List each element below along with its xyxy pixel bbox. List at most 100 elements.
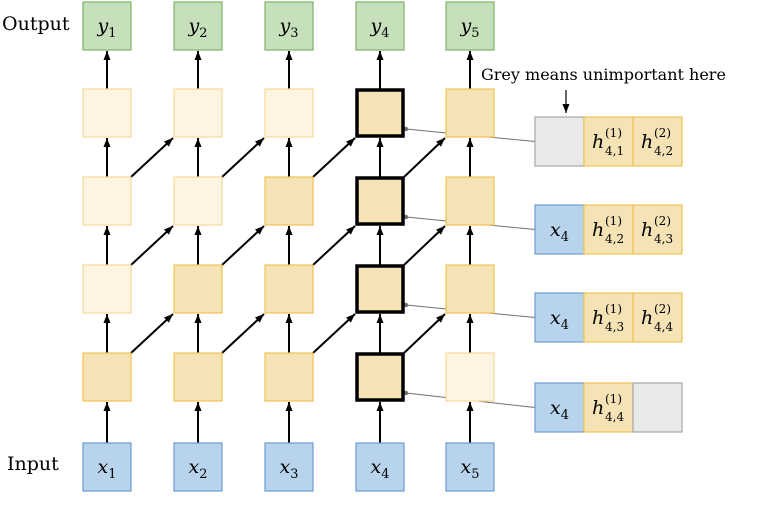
- hidden-node-c2-l1: [173, 352, 223, 402]
- output-node-3: [264, 1, 314, 51]
- state-connector-dot-3: [403, 302, 409, 308]
- state-connector-dot-2: [403, 214, 409, 220]
- grey-note-label: Grey means unimportant here: [481, 65, 726, 84]
- state-x-label-4: x4: [550, 397, 569, 423]
- input-label-5-sub: 5: [471, 467, 479, 482]
- state-x-label-4-var: x: [550, 397, 561, 419]
- state-h-sub-1-3: 4,2: [654, 144, 673, 158]
- diagonal-arrow-c2-l1: [221, 313, 265, 354]
- hidden-node-c1-l3: [82, 176, 132, 226]
- state-connector-dot-4: [403, 390, 409, 396]
- state-x-label-2-sub: 4: [561, 230, 569, 245]
- hidden-node-c3-l1: [264, 352, 314, 402]
- state-h-label-2-2: h: [592, 219, 604, 241]
- state-cell-4-1: [534, 382, 585, 433]
- diagonal-arrow-c3-l1: [312, 313, 356, 354]
- output-label-1-var: y: [97, 15, 109, 37]
- input-label-2: x2: [189, 456, 208, 482]
- diagonal-arrow-c2-l3: [221, 137, 265, 178]
- state-cell-4-3: [632, 382, 683, 433]
- output-label-1: y1: [97, 15, 117, 41]
- hidden-node-c4-l1: [355, 352, 405, 402]
- input-label-4-var: x: [371, 456, 382, 478]
- h-symbol: h: [641, 131, 653, 153]
- hidden-node-c3-l2: [264, 264, 314, 314]
- hidden-node-c3-l3: [264, 176, 314, 226]
- output-node-1: [82, 1, 132, 51]
- output-node-4: [355, 1, 405, 51]
- output-label-5: y5: [460, 15, 480, 41]
- hidden-node-c2-l4: [173, 88, 223, 138]
- input-label-1: x1: [98, 456, 117, 482]
- diagonal-arrow-c2-l2: [221, 225, 265, 266]
- state-cell-2-2: [583, 204, 634, 255]
- hidden-node-c5-l2: [445, 264, 495, 314]
- state-h-sub-1-2: 4,1: [605, 144, 624, 158]
- input-node-3: [264, 442, 314, 492]
- output-label-5-var: y: [460, 15, 472, 37]
- input-node-1: [82, 442, 132, 492]
- output-label-3: y3: [279, 15, 299, 41]
- hidden-node-c3-l4: [264, 88, 314, 138]
- output-label-4-var: y: [370, 15, 382, 37]
- diagonal-arrow-c4-l1: [403, 313, 446, 354]
- state-cell-3-1: [534, 292, 585, 343]
- state-h-sub-2-2: 4,2: [605, 232, 624, 246]
- h-symbol: h: [641, 307, 653, 329]
- state-cell-2-3: [632, 204, 683, 255]
- diagonal-arrow-c3-l2: [312, 225, 356, 266]
- diagonal-arrow-c3-l3: [312, 137, 356, 178]
- output-label-2: y2: [188, 15, 208, 41]
- h-symbol: h: [592, 397, 604, 419]
- output-label-1-sub: 1: [108, 26, 116, 41]
- state-cell-1-3: [632, 116, 683, 167]
- diagonal-arrow-c1-l3: [130, 137, 174, 178]
- output-label-4-sub: 4: [381, 26, 389, 41]
- input-node-4: [355, 442, 405, 492]
- output-label-2-sub: 2: [199, 26, 207, 41]
- state-h-sup-1-3: (2): [654, 126, 671, 140]
- h-symbol: h: [592, 131, 604, 153]
- input-label: Input: [7, 453, 59, 475]
- hidden-node-c2-l3: [173, 176, 223, 226]
- input-label-5-var: x: [461, 456, 472, 478]
- output-label: Output: [2, 13, 70, 35]
- hidden-node-c4-l3: [355, 176, 405, 226]
- state-h-sup-2-3: (2): [654, 214, 671, 228]
- state-x-label-3: x4: [550, 307, 569, 333]
- input-label-2-sub: 2: [199, 467, 207, 482]
- output-node-2: [173, 1, 223, 51]
- state-h-sup-3-3: (2): [654, 302, 671, 316]
- input-label-4: x4: [371, 456, 390, 482]
- hidden-node-c5-l1: [445, 352, 495, 402]
- hidden-node-c4-l2: [355, 264, 405, 314]
- diagonal-arrow-c1-l1: [130, 313, 174, 354]
- state-cell-2-1: [534, 204, 585, 255]
- hidden-node-c5-l3: [445, 176, 495, 226]
- input-label-5: x5: [461, 456, 480, 482]
- h-symbol: h: [592, 219, 604, 241]
- input-node-5: [445, 442, 495, 492]
- input-label-4-sub: 4: [381, 467, 389, 482]
- state-h-sup-2-2: (1): [605, 214, 622, 228]
- state-x-label-3-var: x: [550, 307, 561, 329]
- state-h-sup-3-2: (1): [605, 302, 622, 316]
- hidden-node-c4-l4: [355, 88, 405, 138]
- state-h-sub-2-3: 4,3: [654, 232, 673, 246]
- state-x-label-4-sub: 4: [561, 408, 569, 423]
- input-label-1-sub: 1: [108, 467, 116, 482]
- output-label-5-sub: 5: [471, 26, 479, 41]
- hidden-node-c5-l4: [445, 88, 495, 138]
- diagonal-arrow-c4-l2: [403, 225, 446, 266]
- hidden-node-c1-l1: [82, 352, 132, 402]
- input-label-3-sub: 3: [290, 467, 298, 482]
- h-symbol: h: [592, 307, 604, 329]
- state-h-sup-1-2: (1): [605, 126, 622, 140]
- input-node-2: [173, 442, 223, 492]
- diagonal-arrow-c1-l2: [130, 225, 174, 266]
- hidden-node-c1-l4: [82, 88, 132, 138]
- output-label-3-sub: 3: [290, 26, 298, 41]
- state-h-sub-4-2: 4,4: [605, 410, 624, 424]
- state-h-label-1-2: h: [592, 131, 604, 153]
- state-connector-dot-1: [403, 126, 409, 132]
